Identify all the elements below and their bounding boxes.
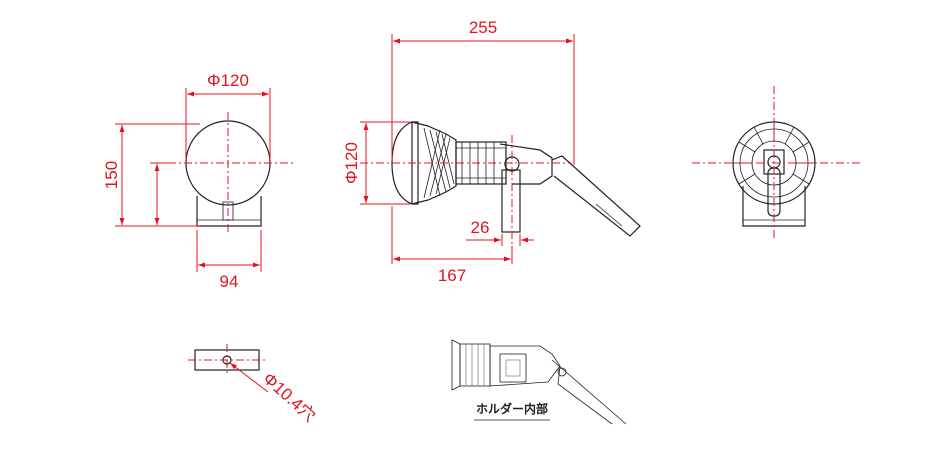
side-mount-stem (501, 169, 521, 233)
holder-detail-body (489, 345, 561, 387)
hole-leader-line (229, 362, 269, 393)
side-base-length-label: 167 (438, 266, 466, 285)
holder-detail: ホルダー内部 (451, 339, 627, 425)
holder-detail-socket (499, 353, 527, 383)
front-height-label: 150 (102, 161, 121, 189)
side-length-label: 255 (469, 18, 497, 37)
front-diameter-label: Φ120 (207, 71, 249, 90)
front-view: Φ120 150 94 (102, 71, 296, 291)
rear-view (692, 86, 860, 240)
base-plan: Φ10.4穴 (188, 344, 319, 426)
side-lamp-housing (411, 121, 457, 205)
rear-cable (767, 167, 781, 217)
side-offset-label: 26 (471, 218, 490, 237)
front-mount-bracket (196, 196, 262, 227)
side-holder (499, 143, 553, 185)
side-diameter-label: Φ120 (342, 142, 361, 184)
side-view: 255 Φ120 26 167 (342, 18, 641, 285)
side-cable (551, 155, 641, 237)
holder-detail-caption: ホルダー内部 (476, 401, 548, 416)
hole-label: Φ10.4穴 (259, 369, 319, 426)
front-width-label: 94 (220, 272, 239, 291)
holder-detail-cable (551, 359, 627, 425)
